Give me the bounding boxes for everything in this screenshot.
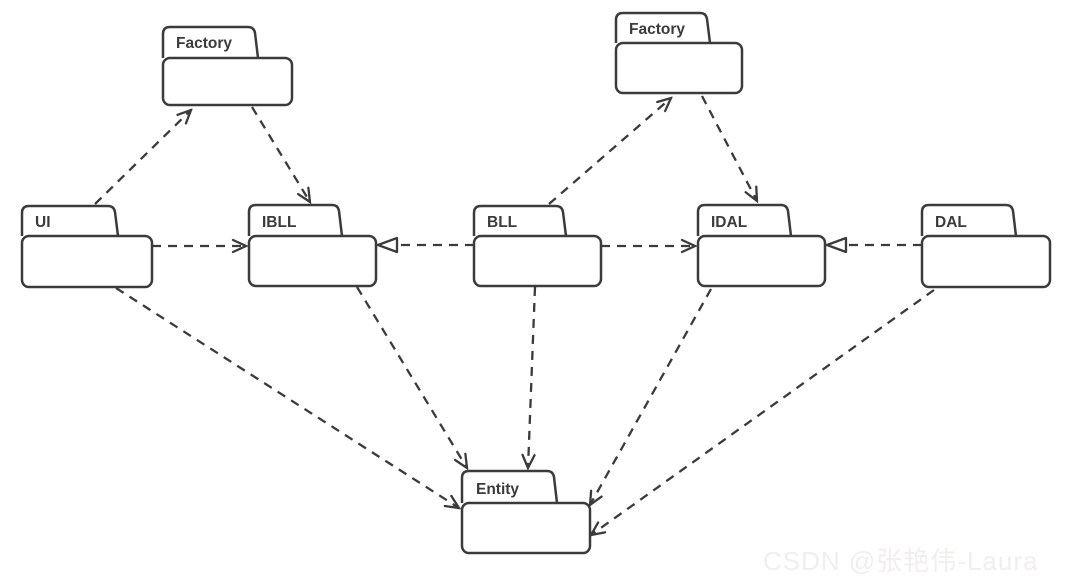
edge-ui-to-factory-left	[94, 110, 191, 205]
package-factory-right: Factory	[614, 11, 744, 95]
package-tab	[161, 25, 260, 59]
package-label: BLL	[487, 214, 517, 231]
package-tab	[472, 204, 568, 237]
package-ibll: IBLL	[247, 203, 378, 288]
package-body	[247, 234, 378, 288]
package-label: Entity	[476, 481, 519, 498]
package-idal: IDAL	[696, 203, 827, 288]
package-dal: DAL	[920, 203, 1052, 289]
package-tab	[614, 11, 712, 44]
package-label: DAL	[935, 214, 967, 231]
package-entity: Entity	[460, 469, 592, 555]
package-body	[696, 234, 827, 288]
package-factory-left: Factory	[161, 25, 294, 107]
package-label: IBLL	[262, 214, 296, 231]
package-body	[920, 234, 1052, 289]
package-bll: BLL	[472, 204, 603, 288]
package-tab	[696, 203, 793, 237]
edge-ibll-to-entity	[356, 286, 467, 468]
package-tab	[20, 204, 120, 237]
package-tab	[920, 203, 1018, 237]
edge-bll-to-factory-right	[548, 98, 671, 205]
edge-factory-left-to-ibll	[251, 106, 310, 202]
edge-factory-right-to-idal	[700, 95, 757, 201]
package-label: UI	[35, 214, 51, 231]
package-body	[20, 234, 154, 289]
package-body	[614, 41, 744, 95]
package-body	[161, 56, 294, 107]
edge-idal-to-entity	[590, 288, 713, 505]
package-label: Factory	[629, 21, 685, 38]
package-label: Factory	[176, 35, 232, 52]
watermark: CSDN @张艳伟-Laura	[763, 546, 1039, 576]
package-ui: UI	[20, 204, 154, 289]
package-body	[460, 501, 592, 555]
package-tab	[460, 469, 559, 504]
edge-ui-to-entity	[115, 287, 459, 508]
edge-dal-to-entity	[591, 289, 935, 535]
edge-bll-to-entity	[528, 286, 537, 468]
package-label: IDAL	[711, 214, 747, 231]
package-body	[472, 234, 603, 288]
diagram-edges	[94, 95, 935, 535]
package-tab	[247, 203, 344, 237]
